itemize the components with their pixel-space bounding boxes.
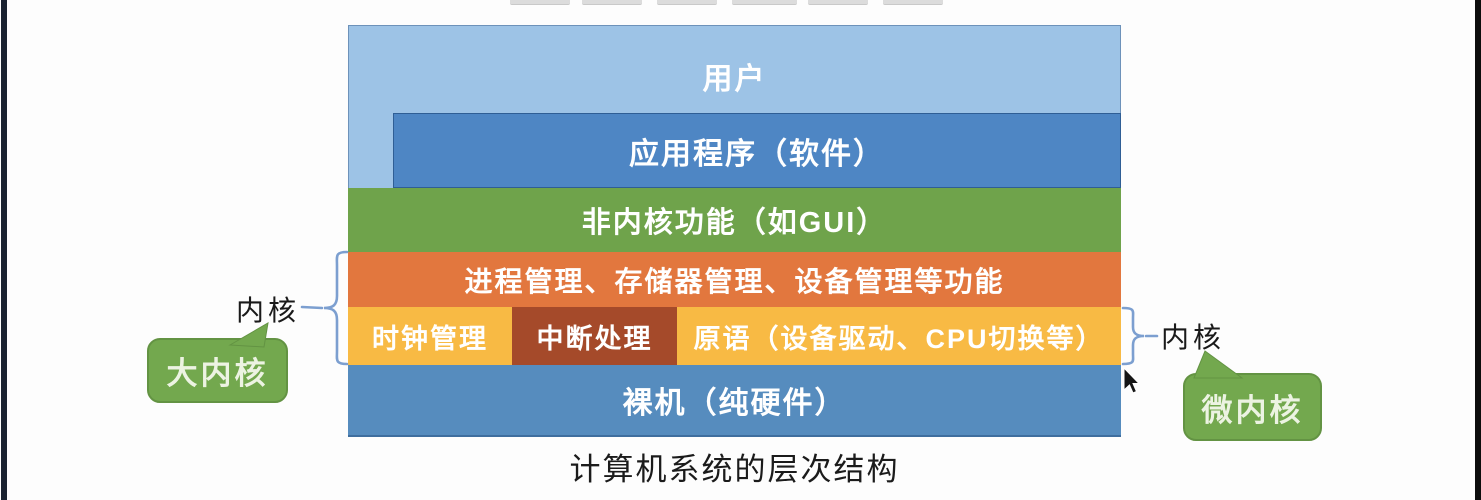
cutoff-strip <box>582 0 642 5</box>
right-kernel-brace <box>1121 306 1145 366</box>
layer-applications: 应用程序（软件） <box>393 113 1121 188</box>
cell-primitives: 原语（设备驱动、CPU切换等） <box>677 307 1121 365</box>
layer-bare-machine: 裸机（纯硬件） <box>348 365 1121 437</box>
layer-kernel-management-label: 进程管理、存储器管理、设备管理等功能 <box>464 265 1005 297</box>
cutoff-strip <box>732 0 797 5</box>
left-letterbox-bar <box>1 0 7 500</box>
left-kernel-label: 内核 <box>236 295 301 326</box>
layer-non-kernel-label: 非内核功能（如GUI） <box>581 207 888 239</box>
micro-kernel-callout: 微内核 <box>1183 373 1322 441</box>
cell-interrupt-handling: 中断处理 <box>512 307 677 365</box>
layer-bare-machine-label: 裸机（纯硬件） <box>622 387 847 420</box>
cutoff-strip <box>510 0 570 5</box>
cutoff-strip <box>657 0 717 5</box>
layer-applications-label: 应用程序（软件） <box>629 137 885 171</box>
left-kernel-brace <box>323 250 349 366</box>
layer-user-label: 用户 <box>702 63 767 96</box>
left-brace-connector-line <box>300 305 324 310</box>
cutoff-strip <box>808 0 868 5</box>
mouse-cursor <box>1123 366 1141 394</box>
layer-kernel-management: 进程管理、存储器管理、设备管理等功能 <box>348 252 1121 307</box>
cell-interrupt-label: 中断处理 <box>536 323 653 354</box>
micro-kernel-label: 微内核 <box>1201 392 1304 428</box>
monolithic-kernel-label: 大内核 <box>166 356 269 391</box>
cell-primitives-label: 原语（设备驱动、CPU切换等） <box>693 323 1105 354</box>
diagram-caption: 计算机系统的层次结构 <box>569 452 900 487</box>
cell-clock-management: 时钟管理 <box>348 307 512 365</box>
cell-clock-label: 时钟管理 <box>372 323 488 354</box>
cutoff-strip <box>883 0 943 5</box>
monolithic-kernel-callout: 大内核 <box>147 338 288 403</box>
layer-non-kernel-functions: 非内核功能（如GUI） <box>348 188 1121 252</box>
right-kernel-label: 内核 <box>1161 322 1226 353</box>
right-letterbox-bar <box>1475 0 1481 500</box>
